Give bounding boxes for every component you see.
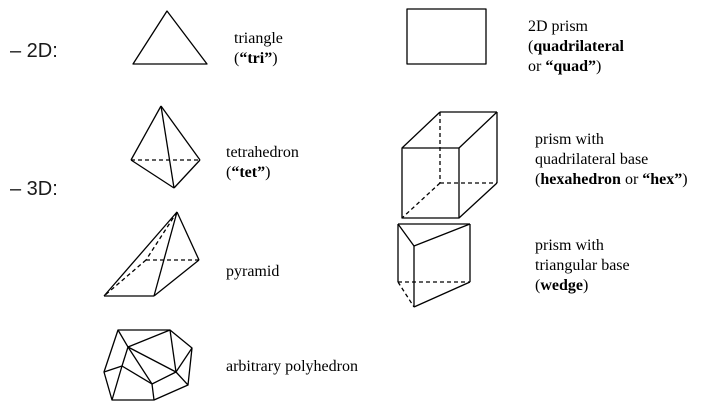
tetrahedron-shape xyxy=(130,105,201,189)
wedge-shape xyxy=(397,223,471,308)
tetrahedron-abbr-line: (“tet”) xyxy=(226,164,271,181)
hexahedron-abbr: “hex” xyxy=(642,171,683,188)
tetrahedron-name: tetrahedron xyxy=(226,144,299,161)
quad-abbr: “quad” xyxy=(545,58,597,75)
pyramid-shape xyxy=(103,211,200,297)
quad-shape xyxy=(406,8,487,65)
wedge-label: prism with triangular base (wedge) xyxy=(535,236,630,296)
hexahedron-line1: prism with xyxy=(535,131,604,148)
quad-term: quadrilateral xyxy=(533,38,624,55)
hexahedron-term: hexahedron xyxy=(540,171,621,188)
wedge-line3: (wedge) xyxy=(535,277,589,294)
hexahedron-label: prism with quadrilateral base (hexahedro… xyxy=(535,130,688,190)
triangle-abbr-line: (“tri”) xyxy=(234,50,278,67)
quad-line1: 2D prism xyxy=(528,18,588,35)
triangle-label: triangle (“tri”) xyxy=(234,29,283,69)
quad-line3: or “quad”) xyxy=(528,58,602,75)
category-3d-label: – 3D: xyxy=(10,178,58,200)
quad-label: 2D prism (quadrilateral or “quad”) xyxy=(528,17,624,77)
tetrahedron-label: tetrahedron (“tet”) xyxy=(226,143,299,183)
triangle-shape xyxy=(132,10,208,65)
tetrahedron-abbr: “tet” xyxy=(231,164,266,181)
triangle-name: triangle xyxy=(234,30,283,47)
hexahedron-line2: quadrilateral base xyxy=(535,151,649,168)
category-2d-label: – 2D: xyxy=(10,40,58,62)
quad-line2: (quadrilateral xyxy=(528,38,624,55)
polyhedron-label: arbitrary polyhedron xyxy=(226,358,358,375)
triangle-abbr: “tri” xyxy=(239,50,273,67)
polyhedron-shape xyxy=(103,329,193,401)
wedge-line2: triangular base xyxy=(535,257,630,274)
pyramid-label: pyramid xyxy=(226,263,280,280)
hexahedron-shape xyxy=(401,111,498,219)
wedge-term: wedge xyxy=(540,277,583,294)
hexahedron-line3: (hexahedron or “hex”) xyxy=(535,171,688,188)
wedge-line1: prism with xyxy=(535,237,604,254)
